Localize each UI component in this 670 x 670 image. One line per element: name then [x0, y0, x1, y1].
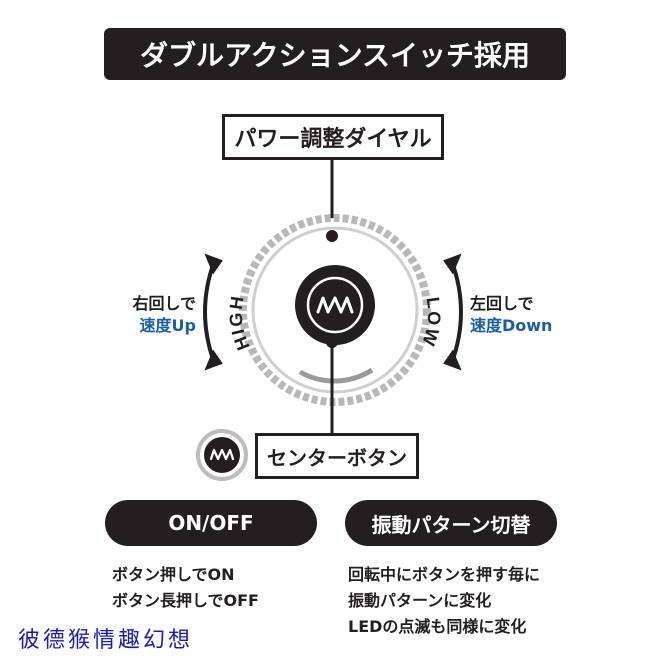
left-rotation-arrow-icon	[203, 253, 223, 371]
speed-up-text: 速度Up	[139, 316, 196, 335]
power-dial[interactable]: HIGH LOW	[226, 214, 445, 406]
title-banner: ダブルアクションスイッチ採用	[104, 28, 566, 80]
center-button-small-icon	[196, 429, 248, 481]
onoff-description: ボタン押しでON ボタン長押しでOFF	[112, 562, 259, 614]
center-button-ring	[306, 276, 364, 334]
watermark: 彼德猴情趣幻想	[18, 628, 194, 653]
turn-left-text: 左回しで 速度Down	[470, 293, 580, 337]
pattern-description: 回転中にボタンを押す毎に 振動パターンに変化 LEDの点滅も同様に変化	[348, 562, 540, 640]
right-rotation-arrow-icon	[443, 253, 463, 371]
onoff-line: ボタン押しでON	[112, 565, 235, 584]
dial-marker-dot	[326, 230, 338, 242]
mode-pattern-pill: 振動パターン切替	[345, 500, 557, 546]
dial-label: パワー調整ダイヤル	[234, 127, 432, 152]
turn-right-text: 右回しで 速度Up	[118, 293, 196, 337]
page-title: ダブルアクションスイッチ採用	[139, 39, 531, 72]
pattern-line: LEDの点滅も同様に変化	[348, 617, 527, 636]
pattern-line: 回転中にボタンを押す毎に	[348, 565, 541, 584]
center-button-label-box: センターボタン	[255, 433, 419, 479]
turn-left-line1: 左回しで	[470, 294, 534, 313]
mode-pattern-title: 振動パターン切替	[371, 512, 531, 537]
turn-right-line1: 右回しで	[132, 294, 196, 313]
pattern-line: 振動パターンに変化	[348, 591, 492, 610]
speed-indicator-arc	[298, 367, 374, 384]
center-button-label: センターボタン	[267, 445, 407, 470]
speed-down-text: 速度Down	[470, 316, 553, 335]
wave-icon	[316, 296, 354, 314]
onoff-line: ボタン長押しでOFF	[112, 591, 259, 610]
mode-onoff-title: ON/OFF	[168, 511, 254, 535]
dial-label-box: パワー調整ダイヤル	[222, 114, 444, 160]
mode-onoff-pill: ON/OFF	[105, 500, 317, 546]
